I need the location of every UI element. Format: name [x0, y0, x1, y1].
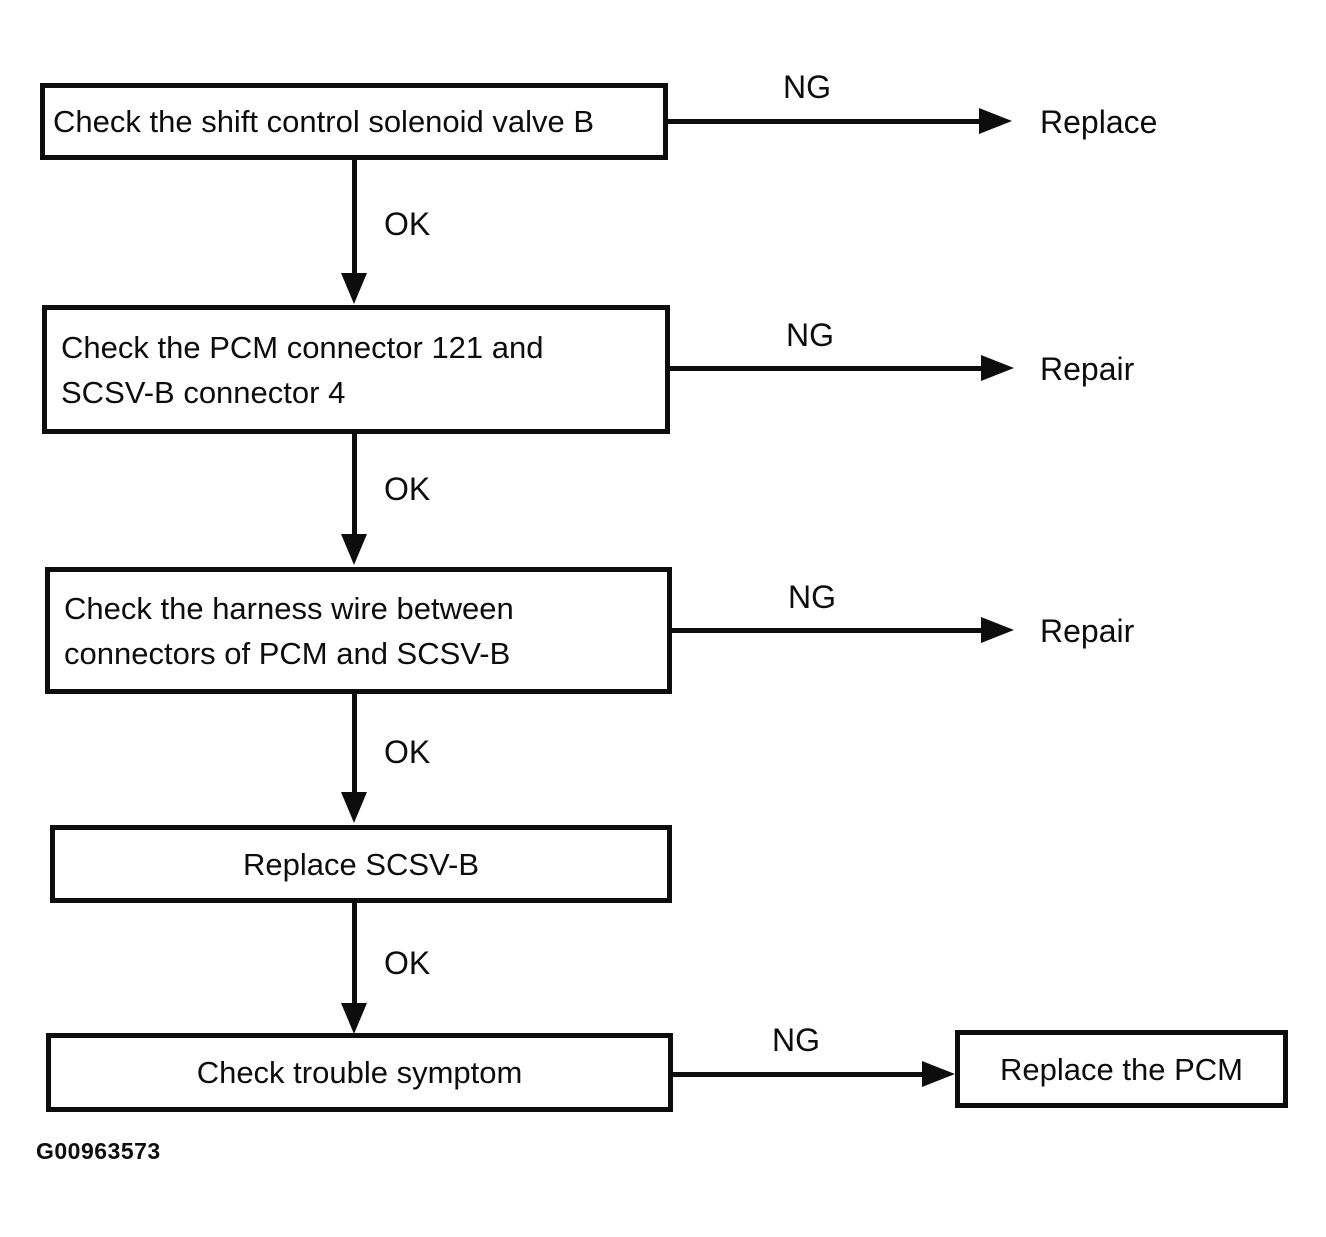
step-4-box: Replace SCSV-B [50, 825, 672, 903]
ok-arrow-4-line [352, 903, 357, 1004]
step-3-box: Check the harness wire between connector… [45, 567, 672, 694]
outcome-label-2: Repair [1040, 351, 1135, 387]
ng-arrow-1-arrowhead-icon [979, 108, 1012, 134]
step-3-text-line-2: connectors of PCM and SCSV-B [64, 635, 511, 671]
step-2-text-line-2: SCSV-B connector 4 [61, 374, 346, 410]
step-1-box: Check the shift control solenoid valve B [40, 83, 668, 160]
step-2-text-line-1: Check the PCM connector 121 and [61, 329, 544, 365]
ng-arrow-5-arrowhead-icon [922, 1061, 955, 1087]
ng-label-5: NG [772, 1022, 820, 1058]
ok-arrow-3-arrowhead-icon [341, 792, 367, 823]
ok-arrow-2-arrowhead-icon [341, 534, 367, 565]
step-2-box: Check the PCM connector 121 and SCSV-B c… [42, 305, 670, 434]
ok-label-4: OK [384, 945, 431, 981]
step-4-text: Replace SCSV-B [242, 846, 480, 882]
ok-label-2: OK [384, 471, 431, 507]
ng-label-1: NG [783, 69, 831, 105]
ok-arrow-4-arrowhead-icon [341, 1003, 367, 1034]
ok-arrow-1-arrowhead-icon [341, 273, 367, 304]
outcome-label-3: Repair [1040, 613, 1135, 649]
ng-arrow-1-line [668, 119, 980, 124]
outcome-box-replace-pcm: Replace the PCM [955, 1030, 1288, 1108]
ok-arrow-2-line [352, 434, 357, 535]
ng-label-2: NG [786, 317, 834, 353]
ng-arrow-2-arrowhead-icon [981, 355, 1014, 381]
ng-arrow-3-arrowhead-icon [981, 617, 1014, 643]
step-5-box: Check trouble symptom [46, 1033, 673, 1112]
step-1-text: Check the shift control solenoid valve B [53, 104, 595, 139]
ok-label-3: OK [384, 734, 431, 770]
ok-label-1: OK [384, 206, 431, 242]
figure-id: G00963573 [36, 1138, 161, 1164]
ng-label-3: NG [788, 579, 836, 615]
ng-arrow-2-line [670, 366, 982, 371]
step-5-text: Check trouble symptom [196, 1055, 523, 1090]
outcome-box-text: Replace the PCM [1000, 1051, 1243, 1087]
ng-arrow-5-line [673, 1072, 923, 1077]
step-3-text-line-1: Check the harness wire between [64, 590, 514, 626]
ok-arrow-1-line [352, 160, 357, 274]
outcome-label-1: Replace [1040, 104, 1158, 140]
ok-arrow-3-line [352, 694, 357, 793]
ng-arrow-3-line [672, 628, 982, 633]
